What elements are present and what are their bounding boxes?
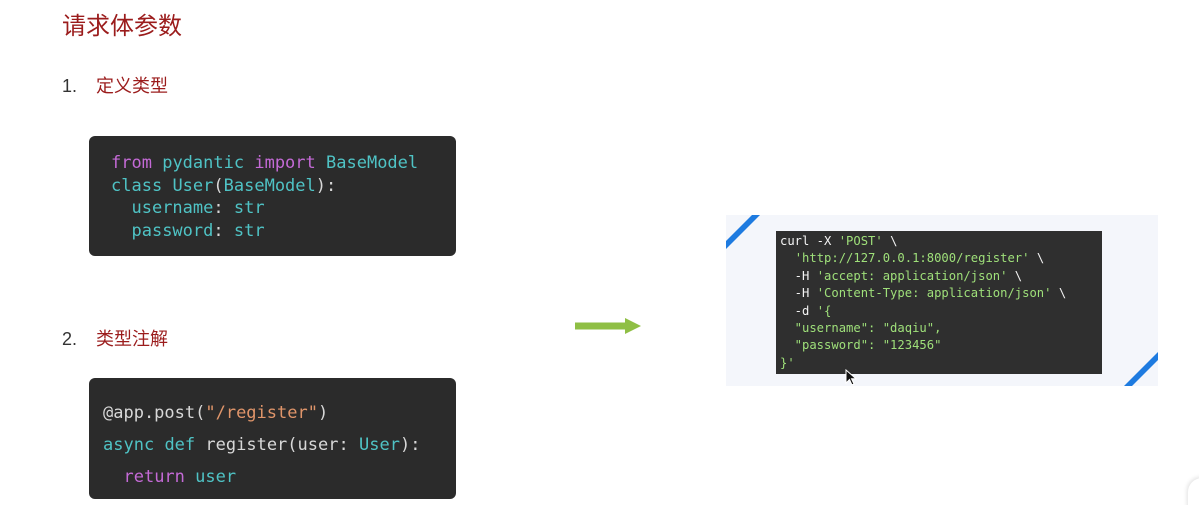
curl-token: -H <box>780 286 817 301</box>
code-line: async def register(user: User): <box>103 429 456 461</box>
code-block-route: @app.post("/register") async def registe… <box>89 378 456 499</box>
code-token: ): <box>399 435 421 455</box>
curl-token: -d <box>780 303 817 318</box>
code-token: User <box>172 175 214 196</box>
code-line: @app.post("/register") <box>103 397 456 429</box>
curl-token: curl -X <box>780 234 839 248</box>
corner-accent-icon <box>1124 352 1158 386</box>
code-token: str <box>233 220 265 241</box>
curl-token: 'accept: application/json' <box>816 268 1008 283</box>
code-token: BaseModel <box>223 175 316 196</box>
code-token: from <box>111 153 152 173</box>
code-token: username <box>131 198 214 218</box>
code-token: import <box>254 153 316 173</box>
code-token: user <box>195 467 237 487</box>
code-token: ( <box>213 175 224 196</box>
curl-token: \ <box>1007 268 1023 283</box>
mouse-pointer-icon <box>845 369 858 386</box>
curl-line: -H 'Content-Type: application/json' \ <box>780 285 1102 302</box>
code-token: return <box>123 467 185 487</box>
page-title: 请求体参数 <box>62 12 182 40</box>
code-line: username: str <box>111 197 456 220</box>
code-line: from pydantic import BaseModel <box>111 152 456 175</box>
code-line: class User(BaseModel): <box>111 175 456 198</box>
code-token: User <box>359 435 400 455</box>
code-line: password: str <box>111 220 456 243</box>
code-token: password <box>131 220 214 241</box>
curl-token: "username": "daqiu", <box>780 321 942 336</box>
curl-line: "username": "daqiu", <box>780 320 1102 337</box>
code-line: return user <box>103 461 456 493</box>
code-token: class <box>111 175 163 196</box>
curl-line: 'http://127.0.0.1:8000/register' \ <box>780 250 1102 267</box>
code-token: user <box>297 435 339 455</box>
code-token: async <box>103 435 155 455</box>
code-token: BaseModel <box>326 153 419 173</box>
curl-token <box>780 251 795 265</box>
curl-line: -H 'accept: application/json' \ <box>780 268 1102 285</box>
code-token: ) <box>317 403 329 423</box>
code-token: str <box>233 198 265 218</box>
step-label: 类型注解 <box>96 329 168 350</box>
curl-terminal: curl -X 'POST' \ 'http://127.0.0.1:8000/… <box>776 231 1102 374</box>
curl-token: -H <box>780 268 817 283</box>
code-token: ): <box>315 175 337 196</box>
corner-accent-icon <box>726 215 760 249</box>
curl-token: 'http://127.0.0.1:8000/register' <box>794 251 1030 266</box>
curl-token: \ <box>882 234 898 248</box>
curl-line: }' <box>780 355 1102 372</box>
step-2: 2. 类型注解 <box>62 325 168 351</box>
curl-token: \ <box>1029 251 1045 266</box>
curl-line: curl -X 'POST' \ <box>780 233 1102 250</box>
code-token: : <box>338 435 349 455</box>
code-token: : <box>213 220 224 241</box>
curl-line: -d '{ <box>780 303 1102 320</box>
step-1: 1. 定义类型 <box>62 72 168 98</box>
curl-token: 'Content-Type: application/json' <box>816 286 1052 301</box>
curl-token: "password": "123456" <box>780 338 942 353</box>
code-token: : <box>213 198 224 218</box>
code-token: pydantic <box>162 153 245 173</box>
code-token: "/register" <box>205 403 318 423</box>
step-number: 2. <box>62 329 78 349</box>
step-number: 1. <box>62 76 78 96</box>
curl-example-panel: curl -X 'POST' \ 'http://127.0.0.1:8000/… <box>726 215 1158 386</box>
code-block-model: from pydantic import BaseModel class Use… <box>89 136 456 256</box>
arrow-right-icon <box>575 318 641 334</box>
code-token: ( <box>287 435 298 455</box>
curl-token: 'POST' <box>838 234 883 248</box>
edge-widget <box>1188 478 1199 505</box>
curl-token: '{ <box>816 303 832 318</box>
curl-token: \ <box>1051 286 1067 301</box>
code-token: def <box>164 435 196 455</box>
curl-line: "password": "123456" <box>780 337 1102 354</box>
code-token: register <box>205 435 288 455</box>
step-label: 定义类型 <box>96 76 168 97</box>
code-token: @app.post( <box>103 403 206 423</box>
curl-token: }' <box>780 355 795 370</box>
